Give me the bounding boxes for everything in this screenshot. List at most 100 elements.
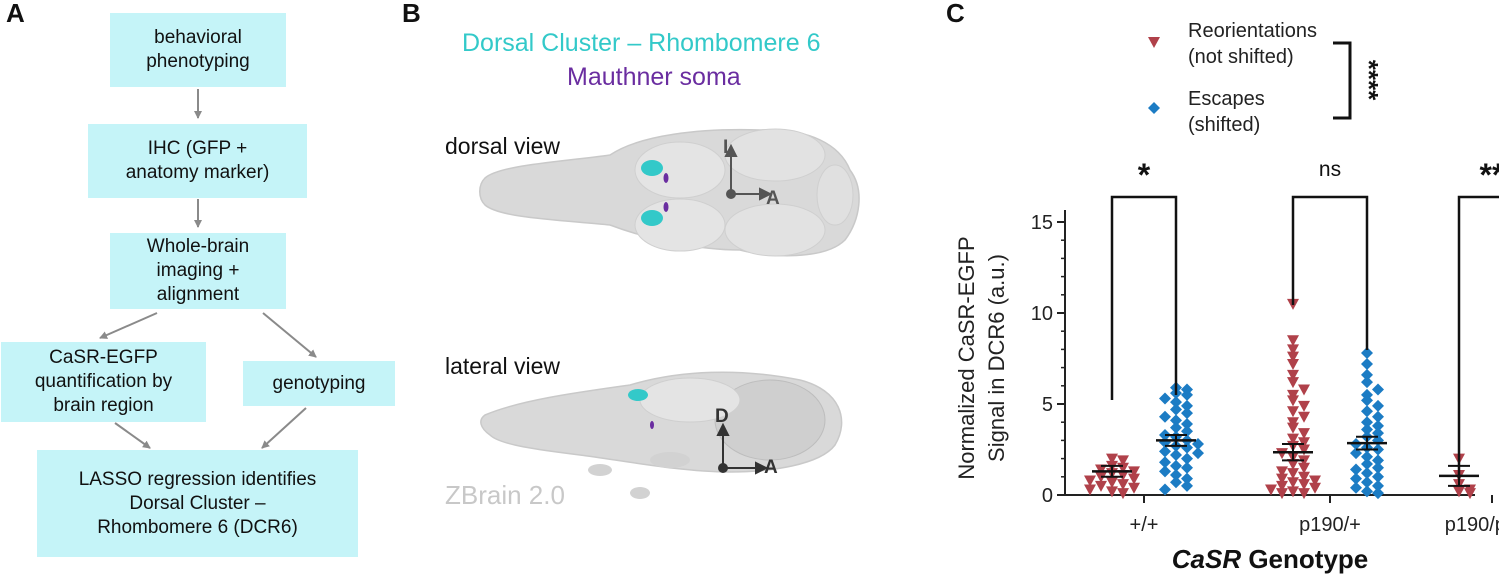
arrow-3-to-5: [262, 312, 317, 358]
data-point-reorientation: [1117, 488, 1129, 500]
data-point-escape: [1361, 368, 1373, 381]
dcr6-region-right: [641, 210, 663, 226]
data-point-escape: [1361, 458, 1373, 471]
brain-renderings: L A D A: [479, 128, 860, 499]
data-point-reorientation: [1117, 455, 1129, 467]
lateral-axis-indicator: [716, 422, 769, 475]
data-point-reorientation: [1298, 471, 1310, 483]
lateral-brain: [480, 371, 843, 499]
data-point-reorientation: [1287, 468, 1299, 480]
data-point-escape: [1170, 476, 1182, 489]
data-point-reorientation: [1148, 37, 1160, 48]
x-tick-label: p190/+: [1299, 514, 1361, 536]
dorsal-brain: [479, 128, 860, 257]
data-point-reorientation: [1117, 469, 1129, 481]
y-tick-label: 5: [1042, 394, 1053, 416]
mauthner-soma-lateral: [650, 421, 654, 429]
lateral-view-label: lateral view: [445, 353, 561, 379]
data-point-reorientation: [1128, 482, 1140, 494]
mauthner-soma-right: [663, 202, 669, 212]
data-point-escape: [1181, 472, 1193, 485]
data-point-reorientation: [1287, 358, 1299, 370]
flowchart-arrows: [99, 89, 317, 449]
data-point-escape: [1181, 461, 1193, 474]
data-point-escape: [1159, 410, 1171, 423]
data-point-escape: [1159, 465, 1171, 478]
flow-step-casr-quantification: CaSR-EGFP quantification by brain region: [1, 342, 206, 422]
flow-step-ihc: IHC (GFP + anatomy marker): [88, 124, 307, 198]
data-point-escape: [1361, 376, 1373, 389]
legend-mauthner-soma: Mauthner soma: [567, 63, 741, 91]
data-point-escape: [1170, 396, 1182, 409]
data-point-escape: [1372, 479, 1384, 492]
data-point-escape: [1192, 447, 1204, 460]
legend-entry-label: (not shifted): [1188, 46, 1294, 68]
data-point-reorientation: [1276, 448, 1288, 460]
data-point-escape: [1361, 347, 1373, 360]
data-point-reorientation: [1128, 473, 1140, 485]
data-point-reorientation: [1128, 466, 1140, 478]
data-point-reorientation: [1453, 486, 1465, 498]
data-point-escape: [1350, 481, 1362, 494]
data-point-reorientation: [1287, 477, 1299, 489]
data-point-escape: [1361, 394, 1373, 407]
axis-d-label: D: [715, 406, 729, 427]
x-tick-label: +/+: [1130, 514, 1159, 536]
data-point-reorientation: [1298, 462, 1310, 474]
data-point-escape: [1361, 423, 1373, 436]
data-point-reorientation: [1298, 384, 1310, 396]
data-point-reorientation: [1287, 459, 1299, 471]
x-axis-label: CaSR Genotype: [1172, 544, 1369, 574]
significance-bracket: [1457, 195, 1499, 480]
mauthner-soma-left: [663, 173, 669, 183]
data-point-reorientation: [1276, 480, 1288, 492]
data-point-reorientation: [1265, 484, 1277, 496]
data-point-escape: [1372, 487, 1384, 500]
y-tick-label: 10: [1031, 303, 1053, 325]
dorsal-axis-indicator: [724, 143, 773, 201]
data-point-reorientation: [1084, 475, 1096, 487]
data-point-escape: [1181, 418, 1193, 431]
data-point-reorientation: [1298, 444, 1310, 456]
data-point-reorientation: [1298, 437, 1310, 449]
data-point-escape: [1372, 470, 1384, 483]
flow-step-genotyping: genotyping: [243, 361, 395, 406]
axis-a-label-dorsal: A: [766, 188, 780, 209]
data-point-reorientation: [1276, 488, 1288, 500]
data-point-escape: [1372, 454, 1384, 467]
y-axis-label: Normalized CaSR-EGFP: [954, 236, 979, 479]
data-point-escape: [1159, 456, 1171, 469]
data-point-escape: [1372, 410, 1384, 423]
legend-entry-label: Escapes: [1188, 88, 1265, 110]
data-point-reorientation: [1464, 488, 1476, 500]
data-point-escape: [1148, 102, 1160, 114]
y-tick-label: 15: [1031, 212, 1053, 234]
data-point-reorientation: [1106, 453, 1118, 465]
y-axis-label: Signal in DCR6 (a.u.): [984, 254, 1009, 462]
data-point-reorientation: [1276, 466, 1288, 478]
dorsal-view-label: dorsal view: [445, 133, 561, 159]
legend-significance-label: ****: [1354, 60, 1384, 101]
data-point-escape: [1372, 383, 1384, 396]
data-point-escape: [1361, 467, 1373, 480]
data-point-reorientation: [1298, 479, 1310, 491]
panel-label-a: A: [6, 0, 25, 28]
data-point-escape: [1361, 450, 1373, 463]
panel-label-b: B: [402, 0, 421, 28]
data-point-escape: [1170, 421, 1182, 434]
data-point-reorientation: [1287, 351, 1299, 363]
flow-step-lasso-regression: LASSO regression identifies Dorsal Clust…: [37, 450, 358, 557]
data-point-reorientation: [1287, 335, 1299, 347]
data-point-reorientation: [1287, 406, 1299, 418]
data-point-escape: [1372, 461, 1384, 474]
arrow-3-to-4: [99, 312, 158, 339]
flow-step-behavioral-phenotyping: behavioral phenotyping: [110, 13, 286, 87]
data-point-escape: [1159, 392, 1171, 405]
data-point-reorientation: [1287, 344, 1299, 356]
data-point-reorientation: [1095, 464, 1107, 476]
data-point-escape: [1170, 448, 1182, 461]
data-point-escape: [1181, 441, 1193, 454]
data-point-reorientation: [1298, 400, 1310, 412]
data-point-reorientation: [1084, 484, 1096, 496]
